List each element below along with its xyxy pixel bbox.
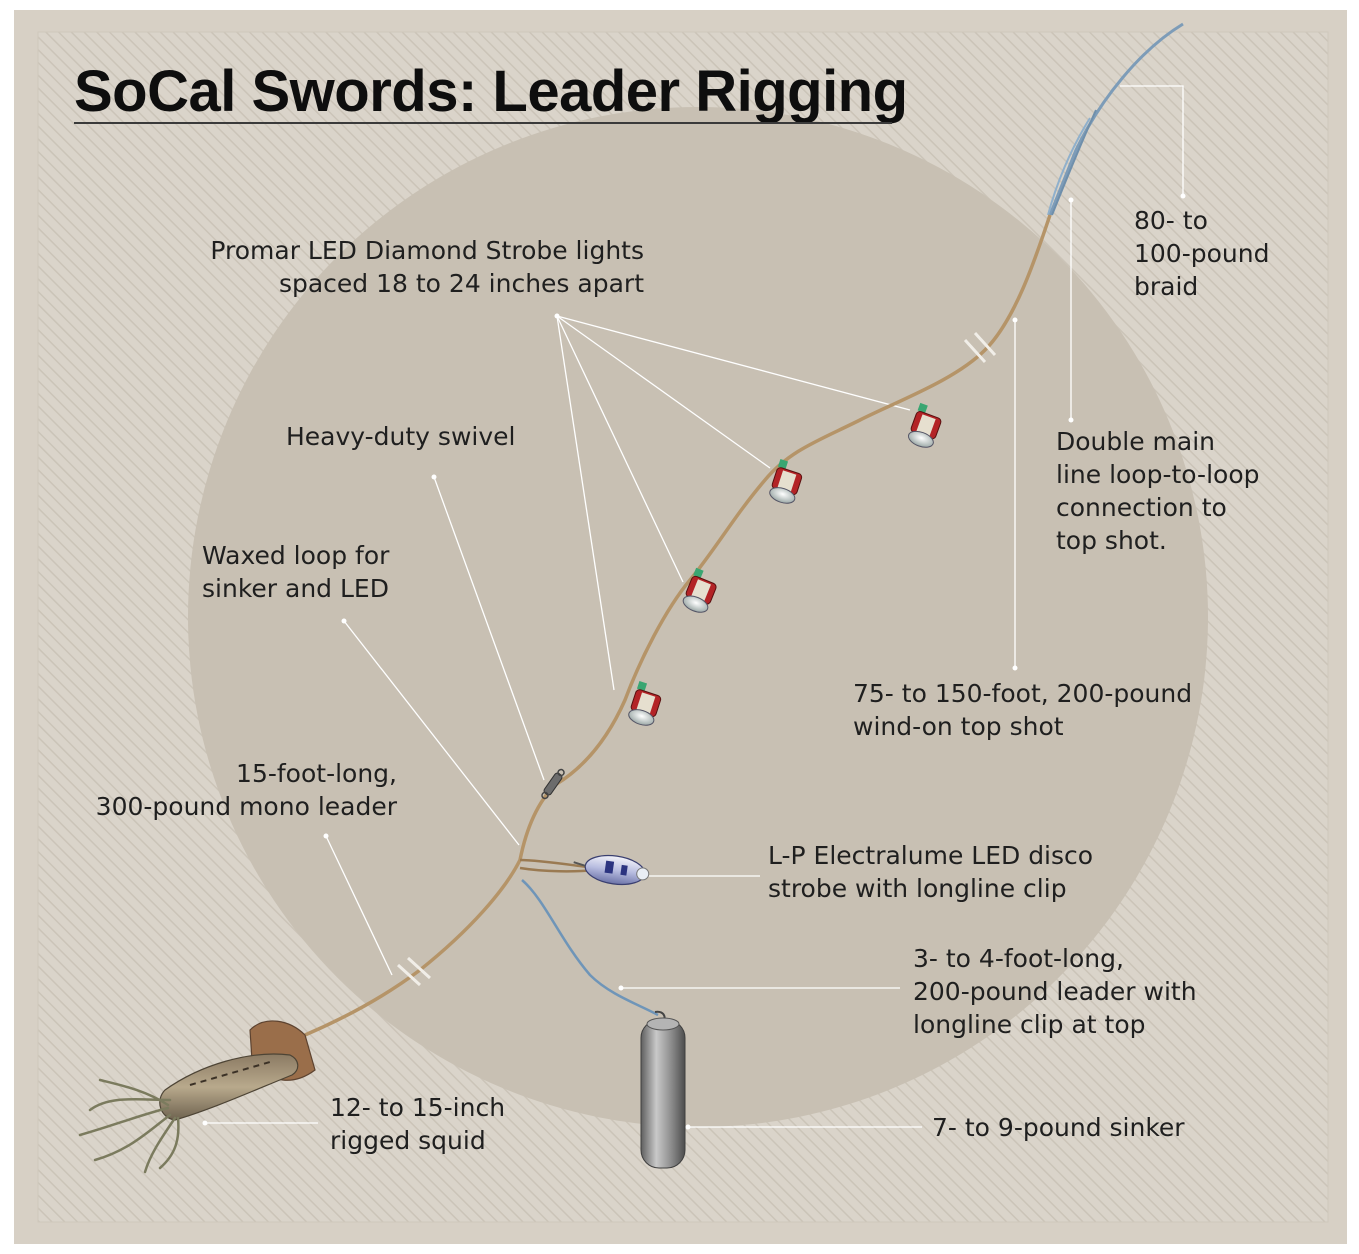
braid-line (1047, 22, 1184, 216)
label-waxed-loop: Waxed loop for sinker and LED (202, 541, 390, 603)
label-double-main-line: Double main line loop-to-loop connection… (1056, 427, 1260, 555)
break-mark-top (963, 331, 997, 364)
center-circle (188, 107, 1208, 1127)
top-shot-line (554, 214, 1052, 787)
pointer-swivel (433, 476, 545, 781)
label-sinker: 7- to 9-pound sinker (932, 1113, 1185, 1142)
strobe-light-icon (769, 459, 803, 504)
disco-strobe-icon (573, 854, 650, 886)
label-sinker-leader: 3- to 4-foot-long, 200-pound leader with… (913, 944, 1197, 1039)
label-strobe-lights: Promar LED Diamond Strobe lights spaced … (210, 236, 644, 298)
page-title: SoCal Swords: Leader Rigging (74, 59, 908, 124)
break-mark-bottom (396, 956, 432, 987)
sinker-leader-line (521, 879, 659, 1017)
strobe-light-icon (682, 567, 717, 613)
swivel-icon (541, 768, 565, 800)
strobe-light-icon (907, 402, 942, 448)
strobe-lights (628, 402, 942, 726)
pointer-dots (202, 193, 1186, 1130)
label-disco-strobe: L-P Electralume LED disco strobe with lo… (768, 841, 1094, 903)
pointer-strobe-1 (556, 315, 911, 411)
title-underline (74, 122, 892, 124)
pointer-lines (205, 85, 1184, 1128)
pointer-strobe-3 (556, 315, 684, 583)
label-squid: 12- to 15-inch rigged squid (330, 1093, 506, 1155)
pointer-waxed-loop (343, 620, 520, 846)
squid-icon (78, 1020, 316, 1174)
label-swivel: Heavy-duty swivel (286, 422, 516, 451)
label-braid: 80- to 100-pound braid (1134, 206, 1270, 301)
mono-leader-line (304, 783, 557, 1037)
strobe-light-icon (628, 681, 662, 726)
pointer-strobe-4 (556, 315, 615, 691)
pointer-braid (1120, 85, 1184, 196)
pointer-mono-leader (325, 835, 393, 976)
sinker-icon (640, 1017, 686, 1169)
pointer-strobe-2 (556, 315, 771, 469)
label-mono-leader: 15-foot-long, 300-pound mono leader (95, 759, 397, 821)
label-top-shot: 75- to 150-foot, 200-pound wind-on top s… (853, 679, 1193, 741)
